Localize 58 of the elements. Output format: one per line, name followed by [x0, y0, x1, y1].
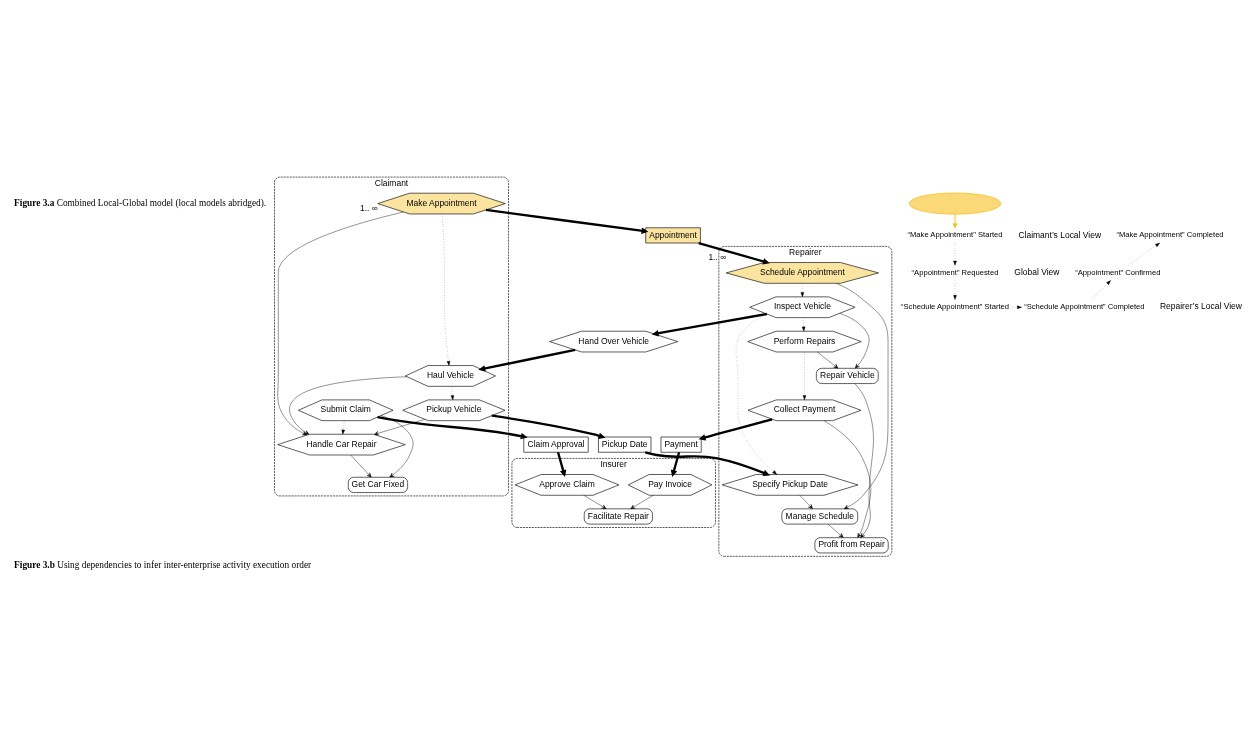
arrow	[380, 415, 414, 478]
arrow	[341, 420, 345, 435]
arrow	[802, 351, 807, 400]
arrow	[277, 211, 404, 436]
node-label: 1.. ∞	[360, 203, 378, 214]
arrow	[442, 213, 451, 366]
arrow	[952, 213, 958, 229]
arrow	[630, 495, 654, 509]
arrow	[698, 241, 770, 265]
arrow	[350, 455, 372, 478]
node-box: Claim Approval	[523, 436, 589, 453]
diagram-title: Figure 3.a Combined Local-Global model (local models abridged).	[14, 197, 267, 208]
arrow	[698, 418, 773, 441]
node-box: Pickup Date	[598, 436, 652, 453]
arrow	[583, 495, 607, 509]
arrow	[491, 414, 606, 439]
label: Claimant’s Local View	[1018, 229, 1102, 240]
node-text: “Make Appointment” Completed	[1116, 230, 1224, 240]
label: Global View	[1014, 267, 1060, 278]
arrow	[801, 317, 806, 332]
arrow	[1011, 305, 1022, 309]
node-box: Get Car Fixed	[347, 476, 408, 493]
arrow	[651, 312, 767, 337]
label: Repairer’s Local View	[1160, 301, 1242, 312]
node-cloud	[908, 192, 1002, 215]
node-text: “Schedule Appointment” Started	[900, 302, 1010, 312]
arrow	[450, 386, 455, 400]
node-box: Facilitate Repair	[583, 508, 653, 525]
arrow	[374, 419, 426, 436]
arrow	[827, 524, 844, 538]
arrow	[839, 313, 870, 369]
arrow	[377, 416, 528, 440]
node-box: Repair Vehicle	[816, 368, 879, 384]
arrow	[289, 376, 408, 435]
node-text: “Appointment” Requested	[911, 267, 999, 277]
node-text: “Make Appointment" Started	[907, 230, 1003, 240]
node-label: 1.. ∞	[708, 251, 727, 262]
arrow	[1127, 242, 1160, 266]
arrow	[644, 451, 771, 476]
arrow	[836, 283, 889, 509]
node-box: Manage Schedule	[781, 508, 859, 525]
node-text: “Schedule Appointment” Completed	[1024, 302, 1145, 312]
caption: Figure 3.b Using dependencies to infer inter-enterprise activity execution order	[14, 560, 312, 571]
node-text: “Appointment” Confirmed	[1075, 267, 1161, 277]
node-box: Payment	[660, 436, 702, 453]
node-box: Profit from Repair	[814, 537, 889, 554]
arrow	[823, 420, 871, 538]
node-box: Appointment	[645, 227, 701, 244]
arrow	[854, 383, 874, 538]
arrow	[670, 451, 681, 478]
arrow	[478, 348, 576, 372]
arrow	[485, 208, 649, 234]
arrow	[556, 451, 567, 478]
arrow	[817, 351, 839, 369]
arrow	[800, 283, 805, 297]
arrow	[1091, 280, 1111, 300]
arrow	[735, 314, 777, 475]
arrow	[799, 495, 813, 509]
